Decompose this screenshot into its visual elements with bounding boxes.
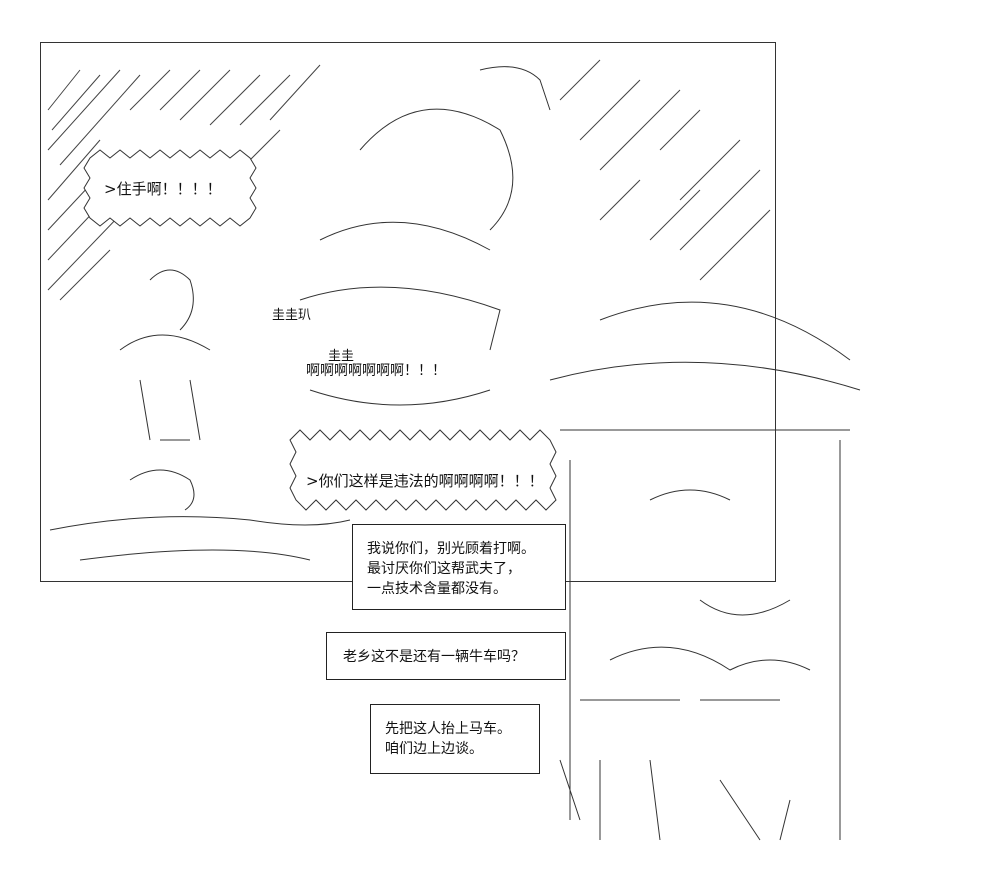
shout-illegal-text: >你们这样是违法的啊啊啊啊！！！ [306, 472, 544, 490]
dialogue-bubble-a: 我说你们，别光顾着打啊。 最讨厌你们这帮武夫了， 一点技术含量都没有。 [352, 524, 566, 610]
sign-right-text: 圭圭 [328, 349, 355, 364]
bubble-c-line-1: 先把这人抬上马车。 [385, 721, 511, 737]
bubble-a-line-2: 最讨厌你们这帮武夫了， [367, 561, 521, 577]
shout-stop-text: >住手啊！！！！ [104, 180, 222, 198]
bubble-b-line-1: 老乡这不是还有一辆牛车吗？ [343, 649, 525, 665]
bubble-a-line-1: 我说你们，别光顾着打啊。 [367, 541, 535, 557]
shout-ah-text: 啊啊啊啊啊啊啊！！！ [306, 363, 446, 379]
bubble-c-line-2: 咱们边上边谈。 [385, 741, 483, 757]
dialogue-bubble-b: 老乡这不是还有一辆牛车吗？ [326, 632, 566, 680]
bubble-a-line-3: 一点技术含量都没有。 [367, 581, 507, 597]
dialogue-bubble-c: 先把这人抬上马车。 咱们边上边谈。 [370, 704, 540, 774]
sign-left-text: 圭圭玐 [272, 308, 312, 323]
